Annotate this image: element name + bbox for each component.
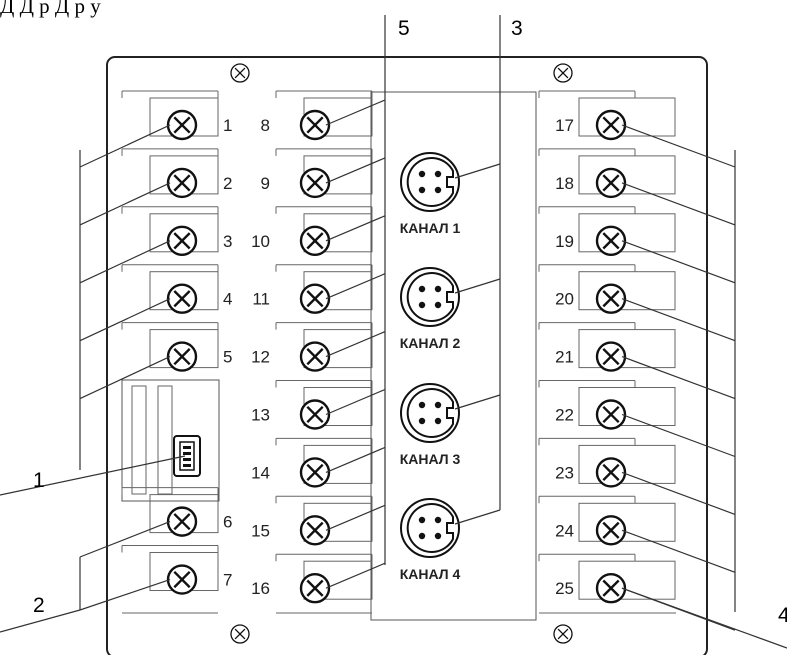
terminal-number-14: 14 — [251, 463, 270, 482]
screw-terminal-icon — [166, 341, 198, 372]
channel-label-4: КАНАЛ 4 — [400, 566, 461, 582]
round-4-pin-connector-icon — [400, 498, 460, 558]
callout-1: 1 — [33, 469, 45, 492]
terminal-block-23 — [538, 437, 676, 484]
screw-terminal-icon — [299, 109, 331, 141]
terminal-number-21: 21 — [555, 348, 574, 367]
screw-terminal-icon — [299, 341, 331, 372]
screw-terminal-icon — [299, 399, 331, 430]
panel-outline — [106, 56, 708, 655]
screw-terminal-icon — [299, 573, 331, 604]
terminal-number-8: 8 — [261, 116, 270, 135]
callout-3: 3 — [511, 17, 523, 40]
callout-5: 5 — [398, 17, 410, 40]
screw-terminal-icon — [299, 515, 331, 546]
terminal-number-25: 25 — [555, 579, 574, 598]
terminal-number-24: 24 — [555, 521, 574, 540]
screw-terminal-icon — [299, 225, 331, 257]
terminal-number-2: 2 — [223, 174, 232, 193]
usb-window — [121, 379, 220, 502]
terminal-number-1: 1 — [223, 116, 232, 135]
screw-terminal-icon — [595, 399, 627, 430]
terminal-number-3: 3 — [223, 232, 232, 251]
mounting-screw-icon — [230, 63, 250, 83]
screw-terminal-icon — [166, 506, 198, 537]
screw-terminal-icon — [166, 225, 198, 257]
terminal-number-12: 12 — [251, 348, 270, 367]
terminal-number-18: 18 — [555, 174, 574, 193]
channel-label-3: КАНАЛ 3 — [400, 451, 461, 467]
screw-terminal-icon — [166, 167, 198, 199]
screw-terminal-icon — [595, 515, 627, 546]
round-4-pin-connector-icon — [400, 383, 460, 443]
screw-terminal-icon — [595, 225, 627, 257]
mounting-screw-icon — [553, 624, 573, 644]
screw-terminal-icon — [595, 109, 627, 141]
terminal-number-22: 22 — [555, 406, 574, 425]
channel-label-1: КАНАЛ 1 — [400, 220, 461, 236]
screw-terminal-icon — [166, 283, 198, 314]
terminal-number-19: 19 — [555, 232, 574, 251]
terminal-block-21 — [538, 322, 676, 369]
screw-terminal-icon — [595, 167, 627, 199]
terminal-number-7: 7 — [223, 571, 232, 590]
screw-terminal-icon — [299, 283, 331, 314]
terminal-number-16: 16 — [251, 579, 270, 598]
screw-terminal-icon — [299, 457, 331, 488]
terminal-block-17 — [538, 90, 676, 137]
terminal-number-11: 11 — [252, 290, 270, 309]
terminal-number-10: 10 — [251, 232, 270, 251]
screw-terminal-icon — [166, 564, 198, 595]
round-4-pin-connector-icon — [400, 152, 460, 212]
screw-terminal-icon — [299, 167, 331, 199]
terminal-block-22 — [538, 380, 676, 426]
callout-2: 2 — [33, 594, 45, 617]
terminal-number-23: 23 — [555, 463, 574, 482]
terminal-number-15: 15 — [251, 521, 270, 540]
mounting-screw-icon — [230, 624, 250, 644]
connector-strip — [370, 91, 537, 621]
screw-terminal-icon — [595, 341, 627, 372]
terminal-number-5: 5 — [223, 348, 232, 367]
terminal-number-20: 20 — [555, 290, 574, 309]
round-4-pin-connector-icon — [400, 267, 460, 327]
channel-label-2: КАНАЛ 2 — [400, 335, 461, 351]
terminal-block-20 — [538, 264, 676, 311]
terminal-number-4: 4 — [223, 290, 232, 309]
screw-terminal-icon — [166, 109, 198, 141]
callout-4: 4 — [778, 604, 787, 627]
terminal-number-13: 13 — [251, 406, 270, 425]
mini-usb-port-icon — [173, 435, 201, 477]
terminal-block-24 — [538, 495, 676, 542]
terminal-number-6: 6 — [223, 513, 232, 532]
terminal-number-9: 9 — [261, 174, 270, 193]
terminal-block-25 — [538, 553, 676, 600]
screw-terminal-icon — [595, 283, 627, 314]
terminal-block-1 — [121, 90, 219, 137]
mounting-screw-icon — [553, 63, 573, 83]
terminal-block-18 — [538, 148, 676, 195]
top-caption-fragment: Д Д р Д р у — [0, 0, 101, 18]
screw-terminal-icon — [595, 573, 627, 604]
screw-terminal-icon — [595, 457, 627, 488]
terminal-block-19 — [538, 206, 676, 253]
terminal-number-17: 17 — [555, 116, 574, 135]
